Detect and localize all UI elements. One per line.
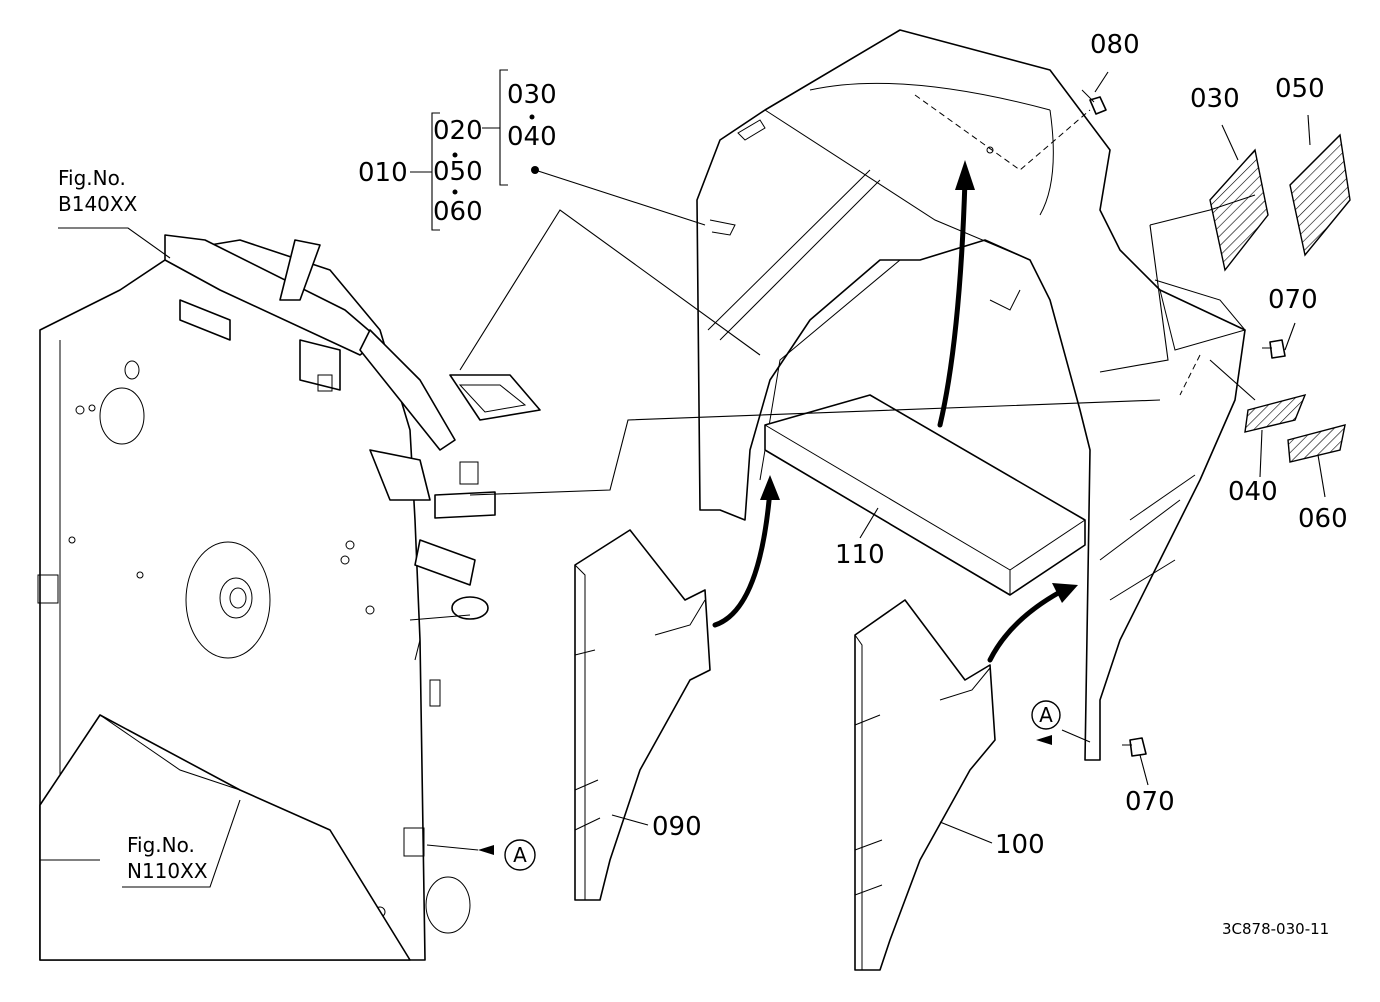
view-marker-a-left: A xyxy=(478,839,536,871)
label-070-lower: 070 xyxy=(1125,787,1175,817)
label-060: 060 xyxy=(1298,504,1348,534)
decal-060 xyxy=(1287,424,1346,463)
label-030: 030 xyxy=(1190,84,1240,114)
part-100-insulation xyxy=(854,599,996,971)
label-040-group: 040 xyxy=(507,122,557,152)
bolt-070-lower xyxy=(1122,737,1147,757)
label-010: 010 xyxy=(358,158,408,188)
label-030-group: 030 xyxy=(507,80,557,110)
fig-n110-line1: Fig.No. xyxy=(127,833,195,857)
assembly-arrows xyxy=(712,160,1078,663)
label-060-group: 060 xyxy=(433,197,483,227)
part-090-insulation xyxy=(574,529,711,901)
label-110: 110 xyxy=(835,540,885,570)
drawing-code: 3C878-030-11 xyxy=(1222,920,1329,938)
view-marker-a-right: A xyxy=(1031,700,1061,745)
view-marker-a-label-2: A xyxy=(1039,703,1053,727)
label-040: 040 xyxy=(1228,477,1278,507)
label-050: 050 xyxy=(1275,74,1325,104)
decal-040 xyxy=(1244,393,1307,433)
part-labels: 080 030 050 070 040 060 110 090 100 070 xyxy=(652,30,1348,860)
label-070-upper: 070 xyxy=(1268,285,1318,315)
main-cover xyxy=(696,29,1246,761)
fig-b140-line1: Fig.No. xyxy=(58,166,126,190)
chassis-frame xyxy=(37,234,541,961)
fig-reference-n110: Fig.No. N110XX xyxy=(127,833,208,883)
label-050-group: 050 xyxy=(433,157,483,187)
label-100: 100 xyxy=(995,830,1045,860)
label-020: 020 xyxy=(433,116,483,146)
decal-050 xyxy=(1289,133,1351,257)
fig-b140-line2: B140XX xyxy=(58,192,138,216)
bolt-080 xyxy=(1081,89,1107,115)
leader-lines xyxy=(58,69,1326,888)
fig-n110-line2: N110XX xyxy=(127,859,208,883)
fig-reference-b140: Fig.No. B140XX xyxy=(58,166,138,216)
label-080: 080 xyxy=(1090,30,1140,60)
view-marker-a-label-1: A xyxy=(513,843,527,867)
bolt-070-upper xyxy=(1262,339,1286,359)
group-labels: 010 020 050 060 030 040 xyxy=(358,80,557,227)
decal-030 xyxy=(1209,148,1269,272)
label-090: 090 xyxy=(652,812,702,842)
part-110-sheet xyxy=(764,394,1086,596)
